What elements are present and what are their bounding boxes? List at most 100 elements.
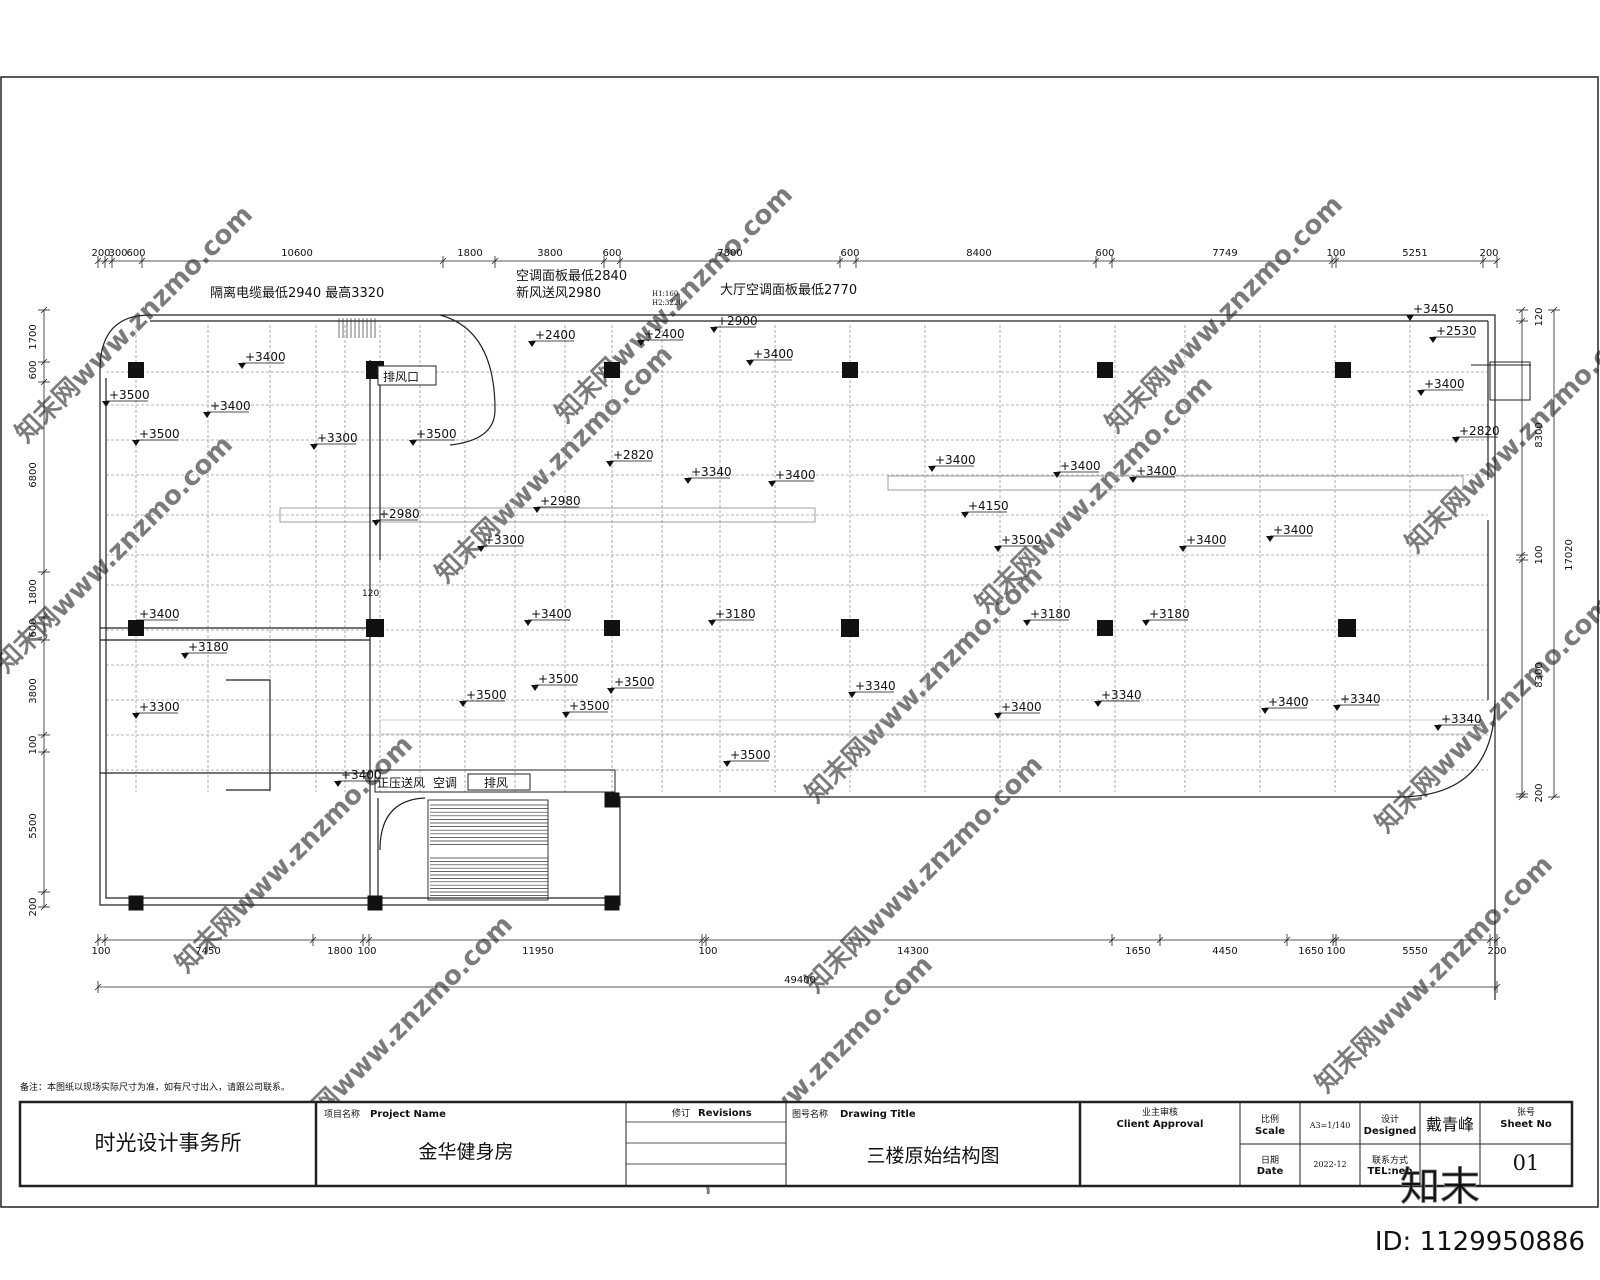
elevation-label: +3500	[730, 748, 771, 762]
elevation-marker	[708, 620, 716, 626]
dim-top-label: 1800	[457, 248, 482, 259]
elevation-label: +3400	[1001, 700, 1042, 714]
elevation-label: +3400	[1424, 377, 1465, 391]
elevation-marker	[768, 481, 776, 487]
elevation-marker	[684, 478, 692, 484]
dimension-line	[1479, 257, 1487, 265]
project-name-cn: 项目名称	[324, 1108, 360, 1120]
elevation-label: +3400	[341, 768, 382, 782]
elevation-marker	[102, 401, 110, 407]
designed-en: Designed	[1364, 1126, 1417, 1137]
note-fresh-air: 新风送风2980	[516, 285, 601, 301]
dim-left-label: 6800	[28, 462, 39, 487]
dim-right-label: 200	[1534, 783, 1545, 802]
elevation-label: +3500	[466, 688, 507, 702]
dim-top-label: 7749	[1212, 248, 1237, 259]
dim-left-label: 5500	[28, 813, 39, 838]
dim-top-label: 10600	[281, 248, 313, 259]
dimension-line	[1518, 551, 1526, 559]
contact-cn: 联系方式	[1372, 1154, 1408, 1166]
elevation-marker	[132, 620, 140, 626]
elevation-label: +3180	[1149, 607, 1190, 621]
structural-column	[128, 895, 144, 911]
dim-right-label: 100	[1534, 545, 1545, 564]
elevation-marker	[994, 713, 1002, 719]
dimension-line	[94, 936, 102, 944]
dimension-line	[1092, 257, 1100, 265]
elevation-label: +3400	[753, 347, 794, 361]
dimension-line	[1518, 793, 1526, 801]
elevation-marker	[723, 761, 731, 767]
note-dim-120: 120	[362, 589, 379, 599]
elevation-label: +2980	[379, 507, 420, 521]
dimension-line	[698, 936, 706, 944]
watermark-logo: 知末	[1400, 1164, 1480, 1210]
dim-top-label: 8400	[966, 248, 991, 259]
dimension-line	[616, 257, 624, 265]
dimension-line	[365, 936, 373, 944]
dim-bottom-label: 5550	[1402, 946, 1427, 957]
elevation-label: +3400	[775, 468, 816, 482]
dimension-line	[40, 613, 48, 621]
dimension-line	[40, 636, 48, 644]
dim-left-label: 1800	[28, 579, 39, 604]
dimension-line	[702, 936, 710, 944]
label-exhaust: 排风	[484, 776, 508, 790]
sheet-no-cn: 张号	[1517, 1107, 1535, 1118]
watermark-text: 知末网www.znzmo.com	[1400, 310, 1600, 559]
elevation-marker	[562, 712, 570, 718]
elevation-marker	[238, 363, 246, 369]
elevation-marker	[848, 692, 856, 698]
elevation-label: +3340	[855, 679, 896, 693]
elevation-marker	[531, 685, 539, 691]
elevation-marker	[710, 327, 718, 333]
dim-bottom-label: 1800	[327, 946, 352, 957]
date-cn: 日期	[1261, 1155, 1279, 1166]
date-en: Date	[1257, 1166, 1284, 1177]
dim-top-label: 5251	[1402, 248, 1427, 259]
dimension-line	[40, 748, 48, 756]
dim-top-label: 7800	[717, 248, 742, 259]
structural-column	[841, 619, 859, 637]
elevation-label: +2530	[1436, 324, 1477, 338]
note-cable: 隔离电缆最低2940 最高3320	[210, 285, 384, 301]
dimension-line	[101, 936, 109, 944]
dim-top-label: 600	[840, 248, 859, 259]
scale-cn: 比例	[1261, 1113, 1279, 1125]
beam-band	[379, 719, 1481, 735]
stair-hatch	[338, 318, 548, 896]
structural-column	[1335, 362, 1351, 378]
ceiling-grid	[106, 325, 1488, 792]
elevation-marker	[1023, 620, 1031, 626]
dim-bottom-label: 1650	[1125, 946, 1150, 957]
elevation-marker	[132, 713, 140, 719]
dim-top-label: 600	[602, 248, 621, 259]
dimension-line	[1332, 936, 1340, 944]
designed-cn: 设计	[1381, 1113, 1399, 1125]
dimension-line	[600, 257, 608, 265]
structural-column	[367, 895, 383, 911]
elevation-label: +3300	[484, 533, 525, 547]
dimension-line	[1550, 306, 1558, 314]
elevation-label: +3180	[715, 607, 756, 621]
revisions-en: Revisions	[698, 1108, 752, 1119]
elevation-marker	[606, 461, 614, 467]
client-approval-cn: 业主审核	[1142, 1106, 1178, 1118]
structural-column	[604, 362, 620, 378]
dim-top-label: 200	[1479, 248, 1498, 259]
elevation-marker	[181, 653, 189, 659]
dim-top-label: 600	[126, 248, 145, 259]
elevation-label: +2400	[535, 328, 576, 342]
dimension-line	[1332, 257, 1340, 265]
elevation-marker	[334, 781, 342, 787]
watermark-text: 知末网www.znzmo.com	[1310, 850, 1559, 1099]
watermark-text: 知末网www.znzmo.com	[1100, 190, 1349, 439]
company-name: 时光设计事务所	[95, 1131, 242, 1155]
building-outline	[99, 314, 1531, 1000]
elevation-label: +3400	[139, 607, 180, 621]
dimension-line	[1518, 556, 1526, 564]
elevation-marker	[1417, 390, 1425, 396]
dimension-line	[359, 936, 367, 944]
elevation-label: +3400	[1060, 459, 1101, 473]
elevation-label: +3500	[569, 699, 610, 713]
